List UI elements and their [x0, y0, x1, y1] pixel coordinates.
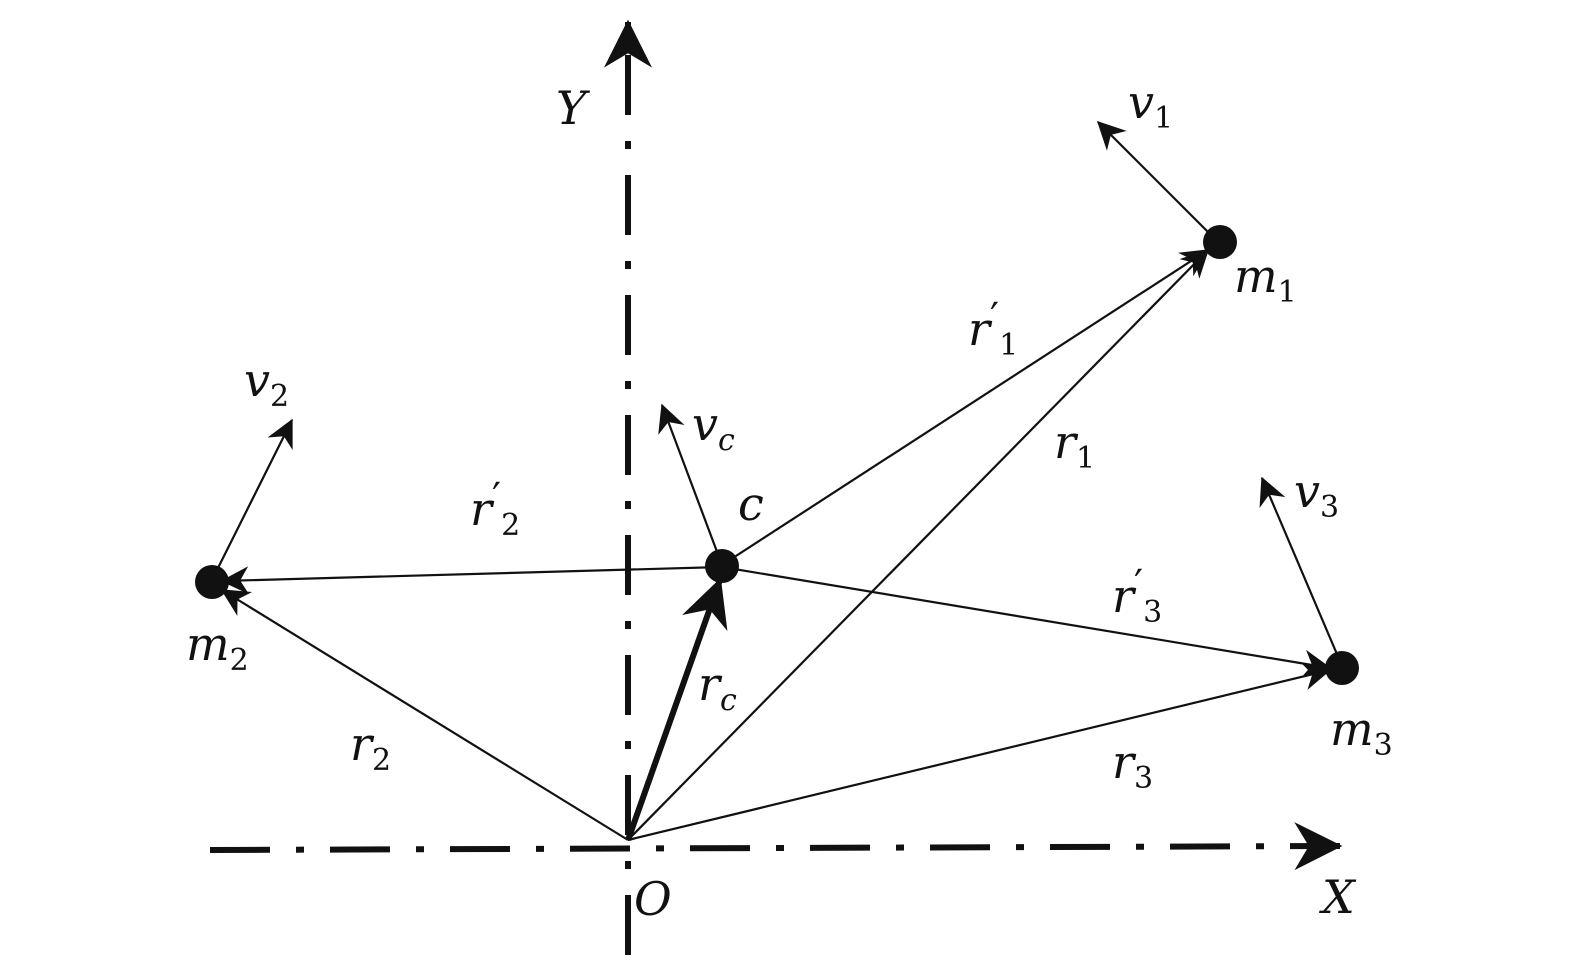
velocity-v2	[211, 418, 293, 581]
vector-r2	[220, 589, 629, 841]
velocity-v1	[1097, 121, 1219, 243]
mass-m3-label: m3	[1330, 702, 1393, 763]
y-axis-label: Y	[556, 81, 591, 135]
vector-r2-label: r2	[350, 717, 391, 778]
x-axis-label: X	[1319, 870, 1357, 924]
vector-r-prime-2	[220, 565, 723, 595]
x-axis	[209, 822, 1343, 871]
velocity-vc-label: vc	[692, 397, 735, 458]
vector-r-prime-1	[721, 249, 1210, 566]
center-label: c	[738, 477, 764, 531]
vector-r-prime-1-label: r′1	[968, 295, 1018, 363]
velocity-v2-label: v2	[244, 353, 289, 414]
vector-r1-label: r1	[1054, 415, 1095, 476]
mass-m1-label: m1	[1234, 249, 1297, 310]
vector-r1	[627, 249, 1209, 841]
mass-m3-point	[1325, 651, 1359, 685]
vector-rc	[625, 577, 728, 842]
center-point	[705, 549, 739, 583]
velocity-v3-label: v3	[1294, 464, 1339, 525]
origin-label: O	[634, 872, 672, 926]
vector-r-prime-3	[721, 565, 1332, 678]
mass-m1-point	[1203, 225, 1237, 259]
mass-m2-label: m2	[186, 617, 249, 678]
velocity-vc	[658, 403, 724, 566]
vector-r-prime-3-label: r′3	[1112, 562, 1162, 630]
vector-r3-label: r3	[1112, 735, 1153, 796]
velocity-v3	[1259, 476, 1344, 667]
mass-m2-point	[195, 565, 229, 599]
vector-rc-label: rc	[698, 657, 737, 718]
velocity-v1-label: v1	[1128, 75, 1173, 136]
vector-r-prime-2-label: r′2	[470, 475, 520, 543]
vector-r3	[627, 662, 1332, 842]
